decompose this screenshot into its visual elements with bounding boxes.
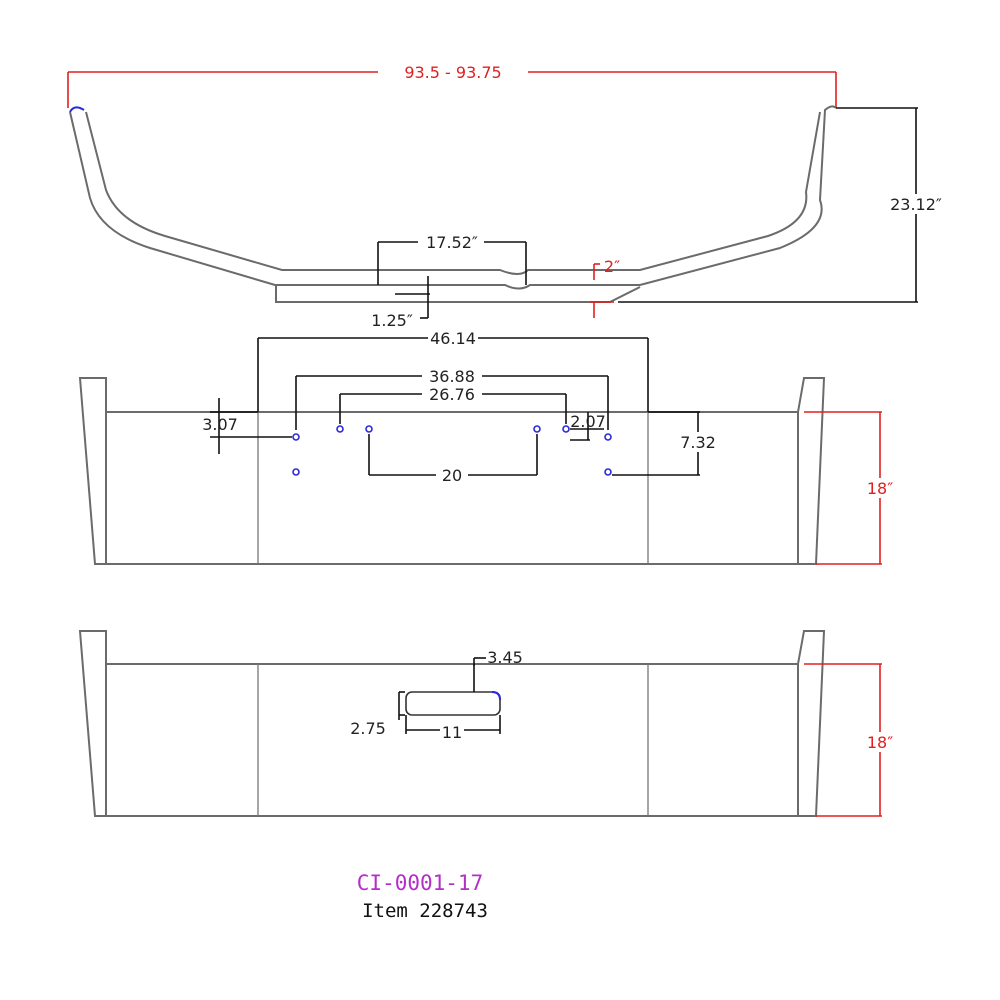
span-center-dimension: 20: [368, 434, 538, 485]
rear-face-height-dimension: 18″: [804, 663, 898, 817]
rear-slot: [405, 691, 501, 716]
part-number: CI-0001-17: [357, 871, 483, 895]
flat-offset-label: 2″: [604, 257, 620, 276]
span-holes-inner-label: 26.76: [429, 385, 475, 404]
left-hole-drop-label: 3.07: [202, 415, 238, 434]
slot-corner-mark: [491, 691, 501, 701]
span-outer-label: 46.14: [430, 329, 476, 348]
rear-right-end: [797, 630, 826, 817]
slot-offset-label: 3.45: [487, 648, 523, 667]
rear-face: [105, 663, 799, 817]
span-center-label: 20: [442, 466, 462, 485]
center-recess-width-label: 17.52″: [426, 233, 478, 252]
slot-width-label: 11: [442, 723, 462, 742]
item-number: Item 228743: [362, 900, 488, 922]
bumper-bottom-edge: [275, 286, 641, 303]
front-face-height-dimension: 18″: [804, 411, 898, 565]
hole: [292, 468, 300, 476]
recess-depth-label: 1.25″: [371, 311, 413, 330]
hole-vertical-spacing-dimension: 7.32: [612, 411, 720, 476]
rear-view: 3.45 2.75 11 18″: [78, 630, 898, 817]
slot-offset-dimension: 3.45: [473, 648, 523, 692]
flat-offset-dimension: 2″: [590, 257, 620, 318]
height-label: 23.12″: [890, 195, 942, 214]
bumper-profile-inner: [85, 111, 821, 275]
hole: [336, 425, 344, 433]
recess-depth-dimension: 1.25″: [371, 276, 430, 330]
span-holes-inner-dimension: 26.76: [339, 384, 567, 424]
hole: [604, 468, 612, 476]
front-right-end: [797, 377, 826, 565]
span-outer-dimension: 46.14: [257, 328, 649, 412]
slot-height-dimension: 2.75: [350, 691, 405, 738]
corner-mark: [69, 106, 85, 113]
hole: [533, 425, 541, 433]
hole: [562, 425, 570, 433]
slot-height-label: 2.75: [350, 719, 386, 738]
height-dimension: 23.12″: [618, 107, 944, 303]
mounting-holes: [292, 425, 612, 476]
top-view: 93.5 - 93.75 23.12″ 17.52″ 1.: [67, 62, 944, 330]
rear-left-end: [78, 630, 107, 817]
span-holes-outer-dimension: 36.88: [295, 366, 609, 430]
rear-face-height-label: 18″: [867, 733, 893, 752]
front-view: 46.14 36.88 26.76 20: [78, 328, 898, 565]
slot-width-dimension: 11: [405, 715, 501, 742]
hole: [292, 433, 300, 441]
overall-width-label: 93.5 - 93.75: [404, 63, 501, 82]
front-face: [105, 411, 799, 565]
front-face-height-label: 18″: [867, 479, 893, 498]
front-left-end: [78, 377, 107, 565]
overall-width-dimension: 93.5 - 93.75: [67, 62, 837, 108]
left-hole-drop-dimension: 3.07: [202, 398, 292, 454]
bumper-profile-outer: [69, 105, 837, 290]
hole: [365, 425, 373, 433]
hole-vertical-spacing-label: 7.32: [680, 433, 716, 452]
right-hole-offset-label: 2.07: [570, 412, 606, 431]
right-hole-offset-dimension: 2.07: [570, 412, 606, 441]
center-recess-dimension: 17.52″: [377, 232, 527, 285]
span-holes-outer-label: 36.88: [429, 367, 475, 386]
hole: [604, 433, 612, 441]
